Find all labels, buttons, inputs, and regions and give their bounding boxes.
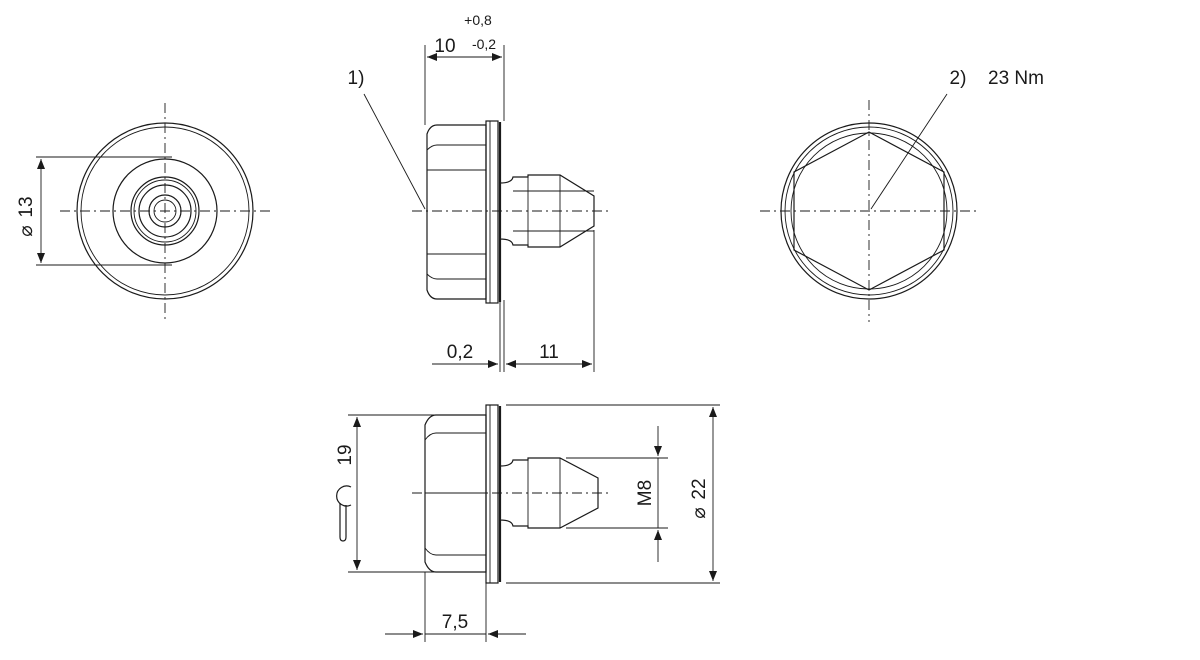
left-view-nipple-outer [130, 176, 200, 246]
wrench-icon [336, 485, 352, 542]
side-view-hex-body [426, 124, 487, 300]
bottom-view-nipple [499, 457, 599, 529]
callout-1-label: 1) [348, 68, 365, 89]
left-view-bore-outer [148, 194, 182, 228]
dia22-value: 22 [689, 478, 710, 499]
left-view-nipple-inner [138, 184, 192, 238]
len10-tol-lower: -0,2 [472, 36, 496, 52]
callout-1-leader [363, 93, 426, 210]
gap02-value: 0,2 [447, 342, 473, 363]
callout-2-leader [870, 93, 948, 210]
bottom-view-hex-chamfer-bottom [424, 547, 486, 556]
left-end-view: ⌀ 13 [16, 103, 272, 322]
bottom-view-flange [485, 404, 499, 584]
right-view-outer-circle-inner [784, 126, 954, 296]
right-end-view: 2) 23 Nm [760, 68, 1044, 322]
hex19-value: 19 [335, 444, 356, 465]
dia13-symbol: ⌀ [16, 225, 37, 236]
hex75-value: 7,5 [442, 612, 468, 633]
right-view-outer-circle [780, 122, 958, 300]
left-view-flange-circle [112, 158, 218, 264]
dia22-symbol: ⌀ [689, 507, 710, 518]
side-view-flange [485, 120, 499, 304]
dia13-value: 13 [16, 196, 37, 217]
left-view-bore-inner [153, 199, 177, 223]
side-view-bottom: 19 M8 ⌀ 22 7,5 [335, 404, 720, 642]
side-view-hex-chamfer-bottom [426, 273, 486, 280]
side-view-hex-chamfer-top [426, 144, 486, 151]
right-view-hex-chamfer-circle [790, 132, 948, 290]
len10-value: 10 [434, 36, 455, 57]
right-view-hexagon [793, 131, 945, 291]
side-view-nipple [499, 174, 595, 248]
side-view-top: 10 +0,8 -0,2 1) 0,2 11 [348, 12, 612, 372]
tip11-value: 11 [539, 342, 559, 363]
left-view-outer-circle-inner [80, 126, 250, 296]
bottom-view-hex-chamfer-top [424, 432, 486, 441]
left-view-outer-circle [76, 122, 254, 300]
left-view-nipple-ring [133, 179, 197, 243]
bottom-view-hex-body [424, 414, 487, 573]
callout-2-label: 2) [950, 68, 967, 89]
m8-value: M8 [635, 480, 656, 506]
torque-label: 23 Nm [988, 68, 1044, 89]
len10-tol-upper: +0,8 [464, 12, 492, 28]
